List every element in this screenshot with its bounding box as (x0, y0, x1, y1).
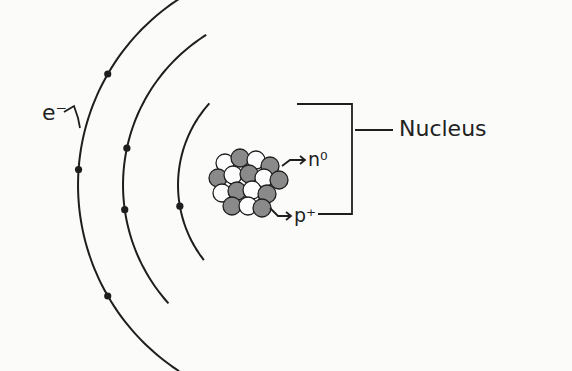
proton-label: p⁺ (294, 206, 316, 225)
nucleus-label: Nucleus (399, 118, 487, 140)
arrow-head (300, 156, 305, 164)
nucleon (223, 197, 241, 215)
electron-dot (121, 206, 128, 213)
electron-dot (104, 70, 111, 77)
electron-shell (178, 103, 209, 260)
electron-label: e⁻ (42, 102, 67, 124)
nucleon (231, 149, 249, 167)
electron-dot (176, 203, 183, 210)
nucleon (224, 166, 242, 184)
arrow-head (286, 212, 291, 220)
electron-shell (78, 0, 186, 371)
nucleon (253, 199, 271, 217)
electron-dot (75, 166, 82, 173)
electron-shell (123, 35, 206, 304)
leader-line (355, 129, 393, 131)
nucleus-cluster (209, 149, 288, 217)
electron-dot (104, 292, 111, 299)
bracket (297, 104, 352, 214)
electron-dot (123, 145, 130, 152)
neutron-label: n⁰ (308, 150, 328, 169)
